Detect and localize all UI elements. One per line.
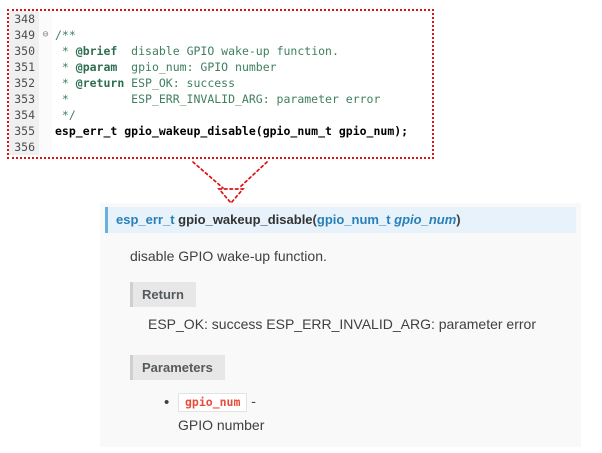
signature-segment-name: gpio_wakeup_disable bbox=[178, 212, 313, 227]
code-segment-comment: * ESP_ERR_INVALID_ARG: parameter error bbox=[55, 92, 381, 106]
signature-segment-kw: gpio_num_t bbox=[316, 212, 395, 227]
code-text[interactable]: * @return ESP_OK: success bbox=[52, 75, 432, 91]
line-number: 348 bbox=[9, 11, 39, 27]
fold-column bbox=[39, 59, 52, 75]
fold-column bbox=[39, 123, 52, 139]
code-text[interactable]: esp_err_t gpio_wakeup_disable(gpio_num_t… bbox=[52, 123, 432, 139]
fold-column bbox=[39, 139, 52, 155]
code-text[interactable]: /** bbox=[52, 27, 432, 43]
code-text[interactable]: * @param gpio_num: GPIO number bbox=[52, 59, 432, 75]
function-signature: esp_err_t gpio_wakeup_disable(gpio_num_t… bbox=[105, 207, 576, 233]
signature-segment-kw: esp_err_t bbox=[116, 212, 179, 227]
code-line[interactable]: 353 * ESP_ERR_INVALID_ARG: parameter err… bbox=[9, 91, 432, 107]
fold-column bbox=[39, 11, 52, 27]
code-segment-comment: * bbox=[55, 60, 76, 74]
code-text[interactable]: */ bbox=[52, 107, 432, 123]
return-text: ESP_OK: success ESP_ERR_INVALID_ARG: par… bbox=[148, 316, 536, 332]
fold-column bbox=[39, 43, 52, 59]
code-text[interactable]: * ESP_ERR_INVALID_ARG: parameter error bbox=[52, 91, 432, 107]
code-line[interactable]: 352 * @return ESP_OK: success bbox=[9, 75, 432, 91]
code-segment-comment: */ bbox=[55, 108, 76, 122]
code-segment-comment: disable GPIO wake-up function. bbox=[117, 44, 339, 58]
signature-segment-arg: gpio_num bbox=[394, 212, 457, 227]
code-line[interactable]: 350 * @brief disable GPIO wake-up functi… bbox=[9, 43, 432, 59]
line-number: 349 bbox=[9, 27, 39, 43]
signature-segment-plain: ( bbox=[312, 212, 317, 227]
code-line[interactable]: 349⊖/** bbox=[9, 27, 432, 43]
line-number: 351 bbox=[9, 59, 39, 75]
parameter-separator: - bbox=[247, 393, 256, 410]
code-segment-tag: @param bbox=[75, 60, 118, 74]
line-number: 352 bbox=[9, 75, 39, 91]
line-number: 355 bbox=[9, 123, 39, 139]
code-segment-decl: esp_err_t gpio_wakeup_disable(gpio_num_t… bbox=[55, 124, 409, 138]
code-text[interactable]: * @brief disable GPIO wake-up function. bbox=[52, 43, 432, 59]
parameters-rubric: Parameters bbox=[130, 355, 225, 380]
fold-column bbox=[39, 91, 52, 107]
parameter-list: gpio_num - GPIO number bbox=[164, 393, 581, 434]
line-number: 353 bbox=[9, 91, 39, 107]
code-line[interactable]: 351 * @param gpio_num: GPIO number bbox=[9, 59, 432, 75]
brief-text: disable GPIO wake-up function. bbox=[130, 248, 327, 264]
code-line[interactable]: 356 bbox=[9, 139, 432, 155]
dotted-arrow-icon bbox=[192, 161, 268, 205]
code-segment-tag: @return bbox=[75, 76, 125, 90]
code-segment-comment: ESP_OK: success bbox=[124, 76, 236, 90]
code-segment-comment: * bbox=[55, 44, 76, 58]
code-line[interactable]: 355 esp_err_t gpio_wakeup_disable(gpio_nu… bbox=[9, 123, 432, 139]
code-text[interactable] bbox=[52, 11, 432, 27]
fold-toggle-icon[interactable]: ⊖ bbox=[39, 27, 52, 43]
fold-column bbox=[39, 75, 52, 91]
signature-segment-plain: ) bbox=[456, 212, 461, 227]
parameter-item: gpio_num - GPIO number bbox=[164, 393, 581, 434]
code-segment-tag: @brief bbox=[75, 44, 118, 58]
line-number: 356 bbox=[9, 139, 39, 155]
code-text[interactable] bbox=[52, 139, 432, 155]
doc-panel: esp_err_t gpio_wakeup_disable(gpio_num_t… bbox=[100, 203, 581, 447]
code-line[interactable]: 354 */ bbox=[9, 107, 432, 123]
parameter-name-code: gpio_num bbox=[178, 393, 248, 412]
code-line[interactable]: 348 bbox=[9, 11, 432, 27]
line-number: 350 bbox=[9, 43, 39, 59]
parameter-description: GPIO number bbox=[178, 417, 265, 433]
fold-column bbox=[39, 107, 52, 123]
code-segment-comment: gpio_num: GPIO number bbox=[117, 60, 277, 74]
code-segment-comment: * bbox=[55, 76, 76, 90]
code-segment-comment: /** bbox=[55, 28, 76, 42]
return-rubric: Return bbox=[130, 282, 196, 307]
line-number: 354 bbox=[9, 107, 39, 123]
